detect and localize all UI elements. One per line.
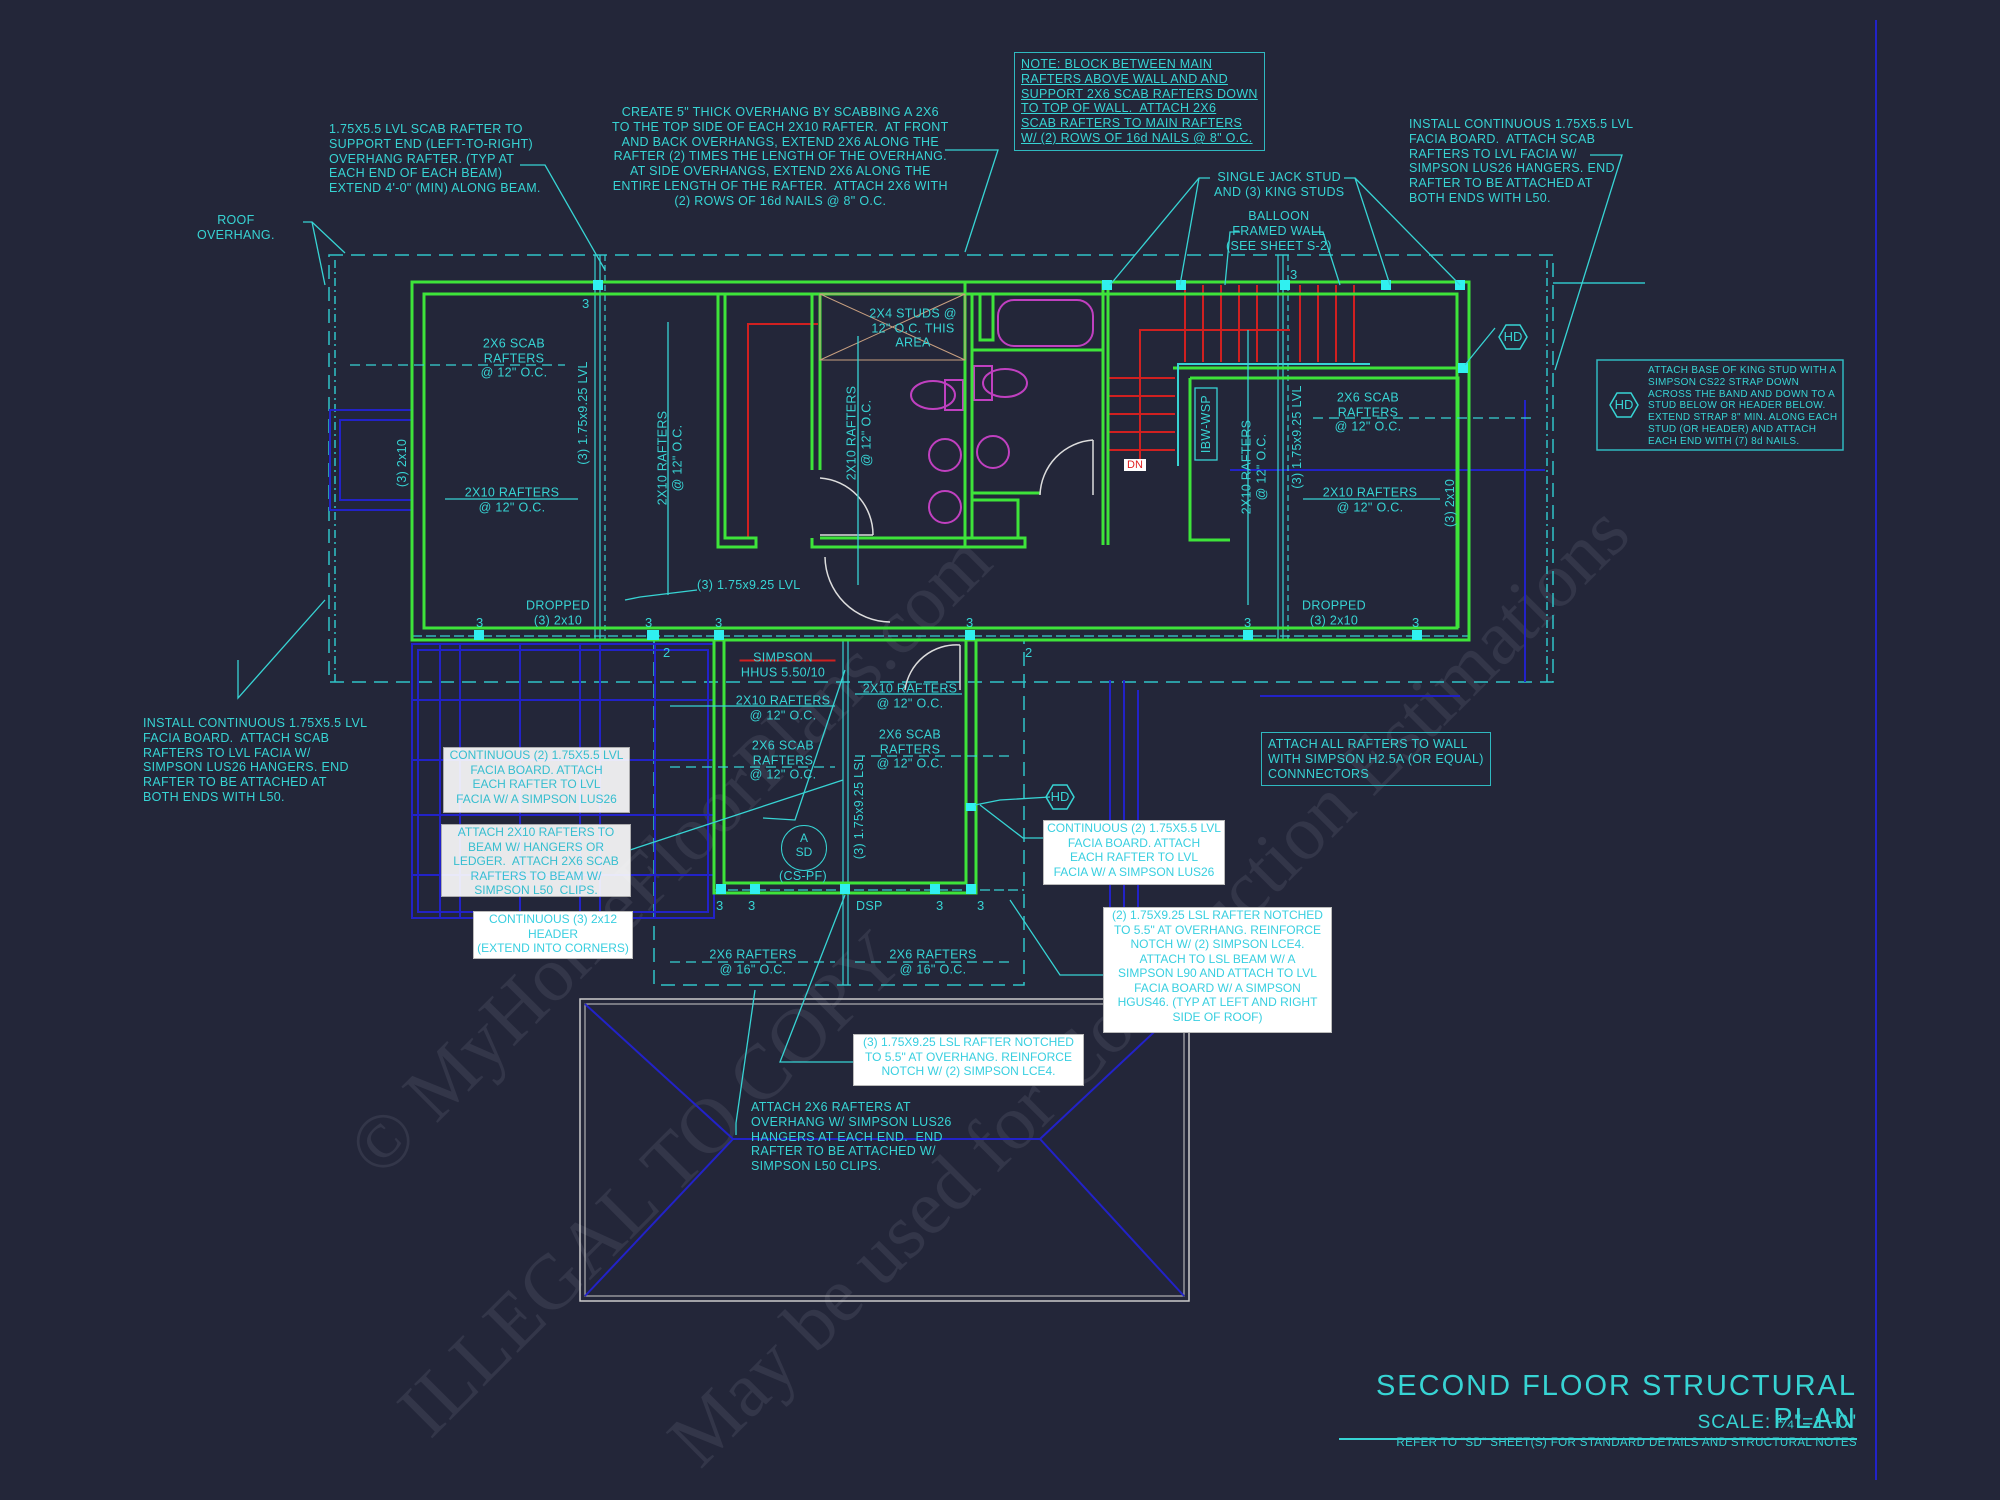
hanger-mark [739, 659, 836, 662]
hd-tag-lower: HD [1050, 789, 1070, 804]
note-facia-right: INSTALL CONTINUOUS 1.75X5.5 LVL FACIA BO… [1409, 117, 1634, 205]
stud-posts [474, 280, 1468, 894]
drawing-scale: SCALE: ¼"=1'-0" [1697, 1412, 1857, 1433]
stud-count: 3 [476, 615, 484, 630]
rafter-direction-arrows [350, 322, 1532, 963]
label-simpson-hhus: SIMPSON HHUS 5.50/10 [740, 650, 826, 680]
label-dropped-left: DROPPED (3) 2x10 [526, 598, 590, 628]
bath-fixtures [910, 299, 1094, 524]
stud-count: 2 [663, 645, 671, 660]
stairs [747, 285, 1355, 537]
note-facia-left: INSTALL CONTINUOUS 1.75X5.5 LVL FACIA BO… [143, 716, 368, 804]
label-dropped-right: DROPPED (3) 2x10 [1302, 598, 1366, 628]
note-continuous-facia-left: CONTINUOUS (2) 1.75X5.5 LVL FACIA BOARD.… [443, 747, 630, 813]
stud-count: 3 [582, 296, 590, 311]
stair-rail [1177, 363, 1370, 466]
stair-down-label: DN [1124, 459, 1146, 471]
label-triple-2x10-left: (3) 2x10 [394, 438, 409, 488]
section-letter: A [799, 831, 808, 845]
note-hd-strap: ATTACH BASE OF KING STUD WITH A SIMPSON … [1648, 365, 1838, 447]
note-roof-overhang: ROOF OVERHANG. [197, 213, 275, 242]
label-2x10-rafters-vertical-right: 2X10 RAFTERS @ 12" O.C. [1239, 419, 1269, 515]
label-2x10-rafters-lower-right: 2X10 RAFTERS @ 12" O.C. [862, 681, 958, 711]
label-2x10-rafters-right: 2X10 RAFTERS @ 12" O.C. [1322, 485, 1418, 515]
note-continuous-facia-right: CONTINUOUS (2) 1.75X5.5 LVL FACIA BOARD.… [1043, 820, 1225, 885]
label-scab-rafters-lower-right: 2X6 SCAB RAFTERS @ 12" O.C. [876, 727, 944, 771]
note-lsl-rafter-2: (2) 1.75X9.25 LSL RAFTER NOTCHED TO 5.5"… [1103, 907, 1332, 1033]
label-scab-rafters-right: 2X6 SCAB RAFTERS @ 12" O.C. [1334, 390, 1402, 434]
section-sheet: SD [795, 845, 813, 859]
note-scab-rafter: 1.75X5.5 LVL SCAB RAFTER TO SUPPORT END … [329, 122, 541, 196]
stud-count: 3 [1290, 267, 1298, 282]
label-lvl-beam-right: (3) 1.75x9.25 LVL [1289, 385, 1304, 489]
label-lsl-beam: (3) 1.75x9.25 LSL [851, 754, 866, 860]
stud-count: 3 [1412, 615, 1420, 630]
leader-lines [237, 149, 1623, 1135]
stud-count: 3 [748, 898, 756, 913]
ibw-tag-box [1194, 387, 1218, 461]
label-ibw-wsp: IBW-WSP [1198, 394, 1213, 454]
label-triple-2x10-right: (3) 2x10 [1442, 478, 1457, 528]
label-lvl-beam-center: (3) 1.75x9.25 LVL [697, 578, 801, 592]
studs-area-x [819, 293, 966, 361]
label-2x10-rafters-vertical-center: 2X10 RAFTERS @ 12" O.C. [844, 385, 874, 481]
label-dsp: DSP [856, 899, 883, 913]
stud-count: 3 [966, 615, 974, 630]
note-overhang: CREATE 5" THICK OVERHANG BY SCABBING A 2… [612, 105, 949, 208]
section-reference: (CS-PF) [779, 868, 827, 883]
note-balloon-wall: BALLOON FRAMED WALL (SEE SHEET S-2) [1226, 209, 1332, 253]
stud-count: 3 [936, 898, 944, 913]
stud-count: 2 [1025, 645, 1033, 660]
drawing-title: SECOND FLOOR STRUCTURAL PLAN [1339, 1370, 1857, 1440]
label-2x10-rafters-vertical-left: 2X10 RAFTERS @ 12" O.C. [655, 410, 685, 506]
stud-count: 3 [716, 898, 724, 913]
hd-tag-upper: HD [1503, 329, 1523, 344]
label-lvl-beam-left: (3) 1.75x9.25 LVL [575, 361, 590, 465]
hd-hexagon-upper [1498, 324, 1528, 350]
stud-count: 3 [1244, 615, 1252, 630]
note-lsl-rafter-3: (3) 1.75X9.25 LSL RAFTER NOTCHED TO 5.5"… [853, 1034, 1084, 1086]
note-jack-stud: SINGLE JACK STUD AND (3) KING STUDS [1214, 170, 1345, 199]
label-2x6-rafters-right: 2X6 RAFTERS @ 16" O.C. [889, 947, 977, 977]
label-scab-rafters-lower-left: 2X6 SCAB RAFTERS @ 12" O.C. [749, 738, 817, 782]
label-studs-area: 2X4 STUDS @ 12" O.C. THIS AREA [869, 306, 957, 350]
note-attach-2x6-rafters: ATTACH 2X6 RAFTERS AT OVERHANG W/ SIMPSO… [751, 1100, 952, 1174]
label-scab-rafters-left: 2X6 SCAB RAFTERS @ 12" O.C. [480, 336, 548, 380]
hd-note-box [1596, 359, 1844, 451]
roof-overhang-outline [328, 254, 1645, 986]
stud-count: 3 [645, 615, 653, 630]
label-2x10-rafters-left: 2X10 RAFTERS @ 12" O.C. [464, 485, 560, 515]
reference-note: REFER TO "SD" SHEET(S) FOR STANDARD DETA… [1396, 1437, 1857, 1449]
beams [412, 255, 1469, 985]
hd-legend-tag: HD [1614, 397, 1634, 412]
section-marker[interactable]: A SD [781, 825, 827, 871]
note-attach-2x10-rafters: ATTACH 2X10 RAFTERS TO BEAM W/ HANGERS O… [441, 824, 631, 897]
label-2x6-rafters-left: 2X6 RAFTERS @ 16" O.C. [709, 947, 797, 977]
note-block: NOTE: BLOCK BETWEEN MAIN RAFTERS ABOVE W… [1014, 52, 1265, 151]
note-header: CONTINUOUS (3) 2x12 HEADER (EXTEND INTO … [473, 911, 633, 959]
note-attach-all-rafters: ATTACH ALL RAFTERS TO WALL WITH SIMPSON … [1261, 732, 1491, 787]
hd-hexagon-legend [1609, 392, 1639, 418]
stud-count: 3 [977, 898, 985, 913]
label-2x10-rafters-lower-left: 2X10 RAFTERS @ 12" O.C. [735, 693, 831, 723]
hd-hexagon-lower [1045, 784, 1075, 810]
stud-count: 3 [715, 615, 723, 630]
